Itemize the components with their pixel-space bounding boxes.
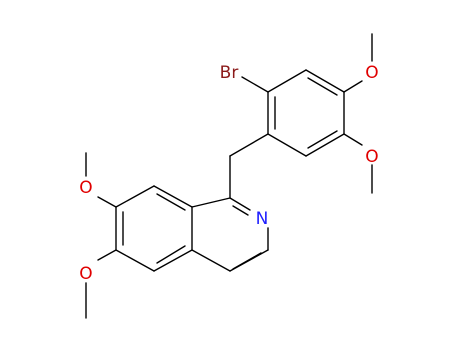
bond xyxy=(267,69,307,93)
bond xyxy=(191,249,231,272)
bond-c-o xyxy=(97,249,117,261)
atom-o: O xyxy=(365,63,378,83)
atom-n: N xyxy=(256,209,269,229)
bond xyxy=(153,249,193,272)
atom-o: O xyxy=(79,178,92,198)
atom-o: O xyxy=(79,264,92,284)
bond xyxy=(153,185,193,208)
atom-labels: Br N O O O O xyxy=(79,63,378,284)
bond xyxy=(267,133,307,157)
benzo-methoxy-groups xyxy=(85,152,117,319)
bond-ring-ch2 xyxy=(229,133,269,157)
pyridine-ring xyxy=(191,197,269,272)
double-bond xyxy=(156,193,186,211)
bond xyxy=(115,185,155,208)
bond-c-o xyxy=(343,133,363,146)
double-bond xyxy=(307,77,338,96)
double-bond xyxy=(232,205,249,216)
bond xyxy=(191,197,231,208)
bond-c-o xyxy=(343,80,363,93)
phenyl-substituents xyxy=(229,33,373,199)
bond xyxy=(115,249,155,272)
bond-c-o xyxy=(97,196,117,208)
double-bond xyxy=(307,130,338,149)
atom-br: Br xyxy=(220,63,239,83)
benzo-ring xyxy=(115,185,193,272)
bond xyxy=(305,69,345,93)
double-bond xyxy=(156,245,186,264)
phenyl-ring xyxy=(267,69,345,157)
atom-o: O xyxy=(365,147,378,167)
bond xyxy=(305,133,345,157)
bond xyxy=(229,197,251,211)
bond-c-br xyxy=(241,76,269,93)
double-bond xyxy=(232,252,262,270)
